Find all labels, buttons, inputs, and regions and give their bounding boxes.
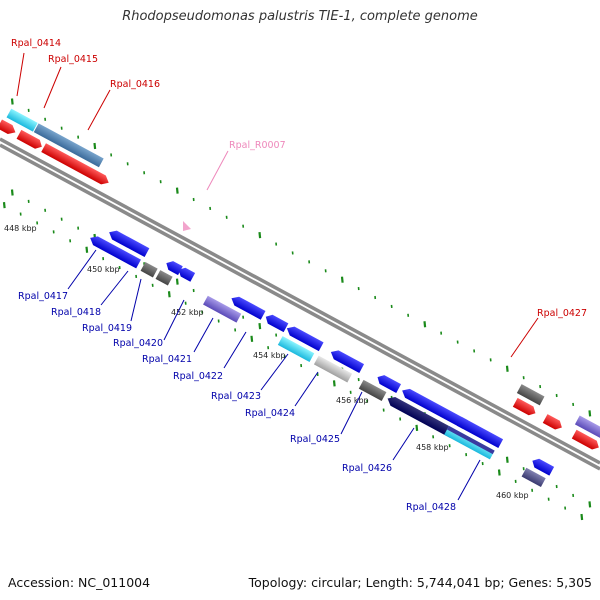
gene-label: Rpal_0425 [290,434,340,445]
kbp-label: 460 kbp [496,491,529,500]
gene-labels: Rpal_0414 Rpal_0415 Rpal_0416 Rpal_R0007… [11,38,587,513]
gene-arrow [532,458,555,476]
reverse-genes [90,230,555,487]
gene-label: Rpal_0414 [11,38,61,49]
gene-label: Rpal_R0007 [229,140,286,151]
gene-label: Rpal_0427 [537,308,587,319]
forward-genes [0,108,600,475]
kbp-scale: 448 kbp 450 kbp 452 kbp 454 kbp 456 kbp … [4,224,529,500]
rrna-marker [183,221,191,231]
kbp-label: 454 kbp [253,351,286,360]
tick-mark [2,202,6,209]
gene-label: Rpal_0423 [211,391,261,402]
gene-box [516,384,545,406]
gene-label: Rpal_0420 [113,338,163,349]
tick-mark [588,410,592,417]
gene-arrow [542,414,562,430]
gene-label: Rpal_0428 [406,502,456,513]
gene-box [574,415,600,439]
tick-mark [497,469,501,476]
topology-summary: Topology: circular; Length: 5,744,041 bp… [248,575,592,590]
gene-arrow [90,236,141,269]
gene-arrow [16,129,42,149]
kbp-label: 448 kbp [4,224,37,233]
gene-box [140,261,158,278]
gene-arrow [265,314,289,333]
tick-mark [505,456,509,463]
tick-mark [175,187,179,194]
tick-mark [258,323,262,330]
gene-label: Rpal_0421 [142,354,192,365]
gene-box [33,123,104,168]
gene-arrow [387,396,456,439]
tick-mark [10,189,14,196]
tick-mark [258,232,262,239]
genome-backbone [0,137,600,471]
gene-arrow [286,326,324,352]
gene-box [155,270,173,286]
gene-arrow [330,350,365,373]
gene-box [6,108,38,132]
gene-box [203,295,242,323]
tick-mark [10,98,14,105]
tick-mark [588,501,592,508]
gene-arrow [166,261,183,276]
gene-arrow [571,429,599,450]
leader-lines [16,52,539,501]
gene-label: Rpal_0415 [48,54,98,65]
kbp-label: 458 kbp [416,443,449,452]
gene-arrow [0,119,16,134]
gene-arrow [109,230,150,258]
tick-mark [85,246,89,253]
gene-label: Rpal_0418 [51,307,101,318]
gene-label: Rpal_0419 [82,323,132,334]
gene-label: Rpal_0422 [173,371,223,382]
accession-text: Accession: NC_011004 [8,575,151,590]
gene-label: Rpal_0417 [18,291,68,302]
gene-box [447,425,495,455]
tick-mark [580,513,584,521]
gene-box [277,336,315,363]
tick-mark [175,278,179,285]
gene-arrow [402,388,468,430]
gene-arrow [231,296,266,320]
kbp-label: 452 kbp [171,308,204,317]
gene-arrow [377,375,402,393]
tick-mark [423,321,427,328]
gene-box [521,467,546,487]
kbp-label: 456 kbp [336,396,369,405]
tick-mark [415,424,419,432]
tick-mark [250,335,254,342]
tick-mark [93,142,97,150]
tick-mark [340,276,344,283]
gene-label: Rpal_0424 [245,408,295,419]
tick-mark [332,380,336,387]
gene-arrow [512,397,536,416]
gene-arrow [178,267,196,282]
gene-label: Rpal_0426 [342,463,392,474]
gene-box [313,355,353,383]
gene-box [358,379,387,401]
tick-mark [167,291,171,298]
gene-arrow [41,143,109,185]
gene-arrow [454,416,504,449]
gene-label: Rpal_0416 [110,79,160,90]
kbp-label: 450 kbp [87,265,120,274]
tick-mark [505,365,509,372]
map-title: Rhodopseudomonas palustris TIE-1, comple… [122,9,478,24]
